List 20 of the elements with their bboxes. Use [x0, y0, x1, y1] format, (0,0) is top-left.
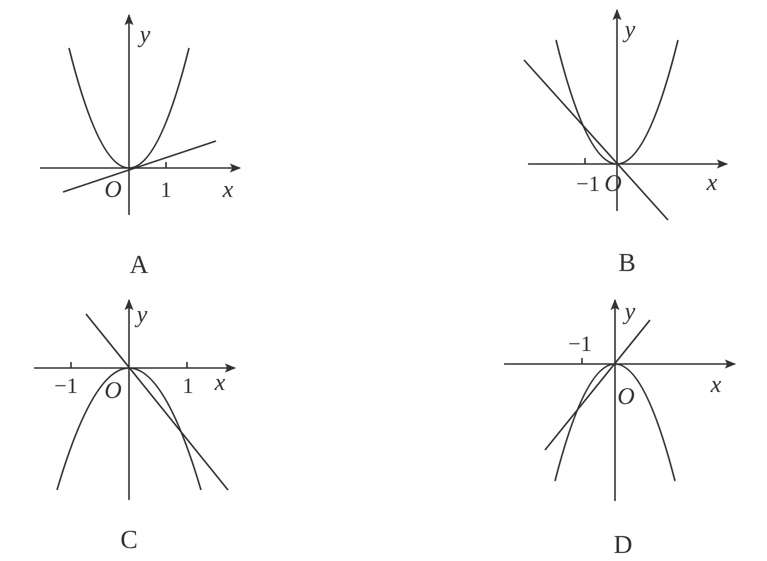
option-label: D: [614, 532, 632, 558]
tick-label: −1: [568, 333, 592, 355]
origin-label: O: [617, 385, 635, 409]
axis-label: y: [136, 303, 148, 327]
tick-label: −1: [576, 173, 600, 195]
tick-label: 1: [160, 179, 172, 201]
option-label: B: [618, 250, 636, 276]
origin-label: O: [104, 178, 122, 202]
axis-label: x: [706, 171, 718, 195]
tick-label: 1: [182, 375, 194, 397]
origin-label: O: [104, 379, 122, 403]
axis-label: x: [214, 371, 226, 395]
axis-label: y: [624, 18, 636, 42]
option-label: A: [130, 252, 148, 278]
tick-label: −1: [54, 375, 78, 397]
axis-label: y: [140, 23, 150, 47]
axis-label: x: [710, 373, 722, 397]
option-label: C: [120, 527, 138, 553]
axis-label: x: [222, 178, 234, 202]
axis-label: y: [624, 300, 636, 324]
